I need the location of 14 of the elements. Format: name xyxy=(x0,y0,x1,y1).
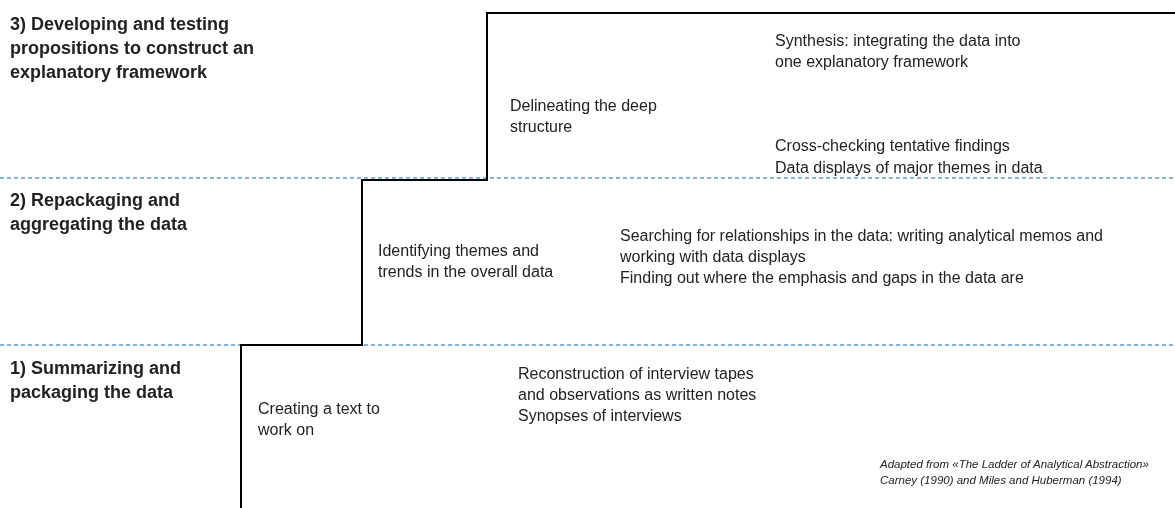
step-text: Searching for relationships in the data: writing analytical memos and working with data displays xyxy=(620,226,1104,267)
step-text: Identifying themes and trends in the overall data xyxy=(378,241,555,282)
step-text: Reconstruction of interview tapes and observations as written notes xyxy=(518,364,758,405)
step-text: Synopses of interviews xyxy=(518,406,683,426)
step-text: Finding out where the emphasis and gaps in the data are xyxy=(620,268,1025,288)
step-text: Creating a text to work on xyxy=(258,399,381,440)
step-heading: 3) Developing and testing propositions to construct an explanatory framework xyxy=(10,13,255,84)
step-heading: 1) Summarizing and packaging the data xyxy=(10,357,183,404)
step-text: Data displays of major themes in data xyxy=(775,158,1044,178)
step-text: Cross-checking tentative findings xyxy=(775,136,1011,156)
source-note: Adapted from «The Ladder of Analytical Abstraction» Carney (1990) and Miles and Huberman (1994) xyxy=(880,457,1150,488)
step-text: Delineating the deep structure xyxy=(510,96,658,137)
step-text: Synthesis: integrating the data into one explanatory framework xyxy=(775,31,1022,72)
step-heading: 2) Repackaging and aggregating the data xyxy=(10,189,189,236)
